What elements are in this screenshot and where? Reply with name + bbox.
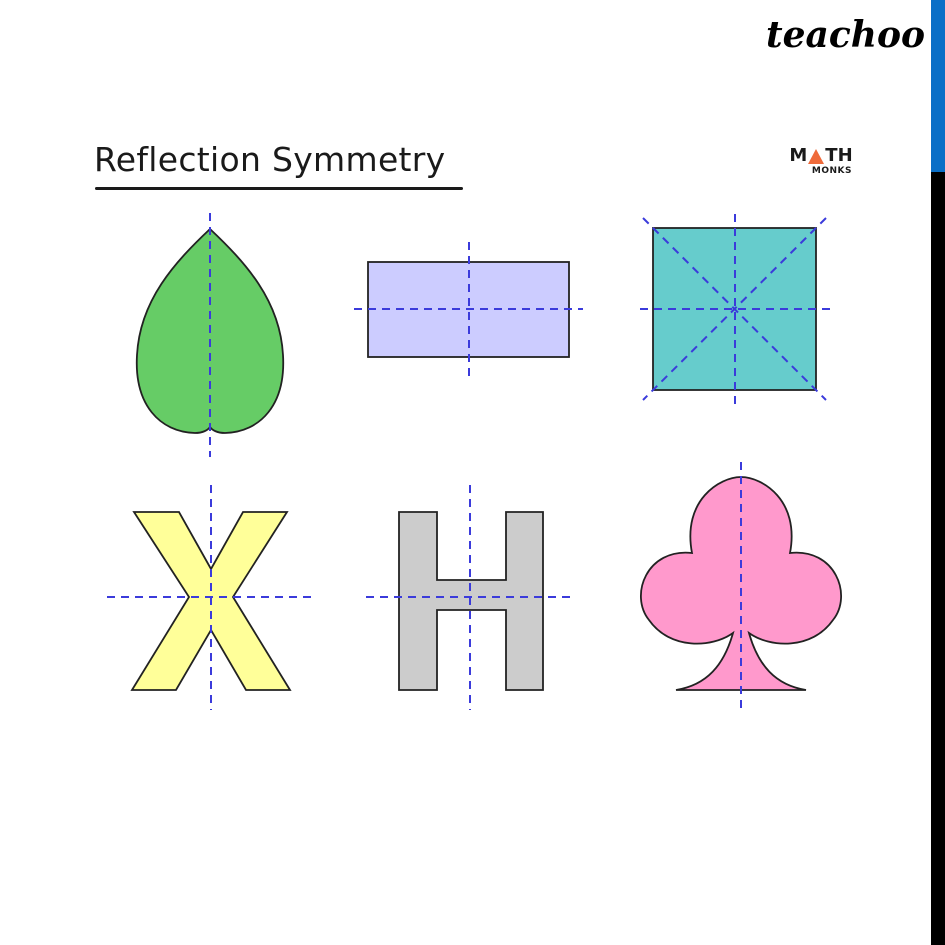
math-monks-logo: M TH MONKS [789,145,853,177]
triangle-icon [808,149,825,164]
logo-letters-th: TH [825,145,853,166]
teachoo-brand-logo: teachoo [766,14,925,56]
leaf-shape [135,213,285,457]
side-strip-black [931,172,945,945]
square-shape [640,214,830,404]
page-title: Reflection Symmetry [94,140,446,179]
logo-letter-m: M [789,145,808,166]
letter-x-shape [107,485,315,710]
club-shape [640,462,842,712]
logo-monks-word: MONKS [811,166,852,176]
side-strip-blue [931,0,945,172]
letter-h-shape [366,485,575,710]
square-symmetry-line-diagonal-2 [642,217,827,401]
title-underline [95,187,463,190]
rectangle-shape [354,242,583,378]
logo-math-word: M TH [789,145,853,166]
